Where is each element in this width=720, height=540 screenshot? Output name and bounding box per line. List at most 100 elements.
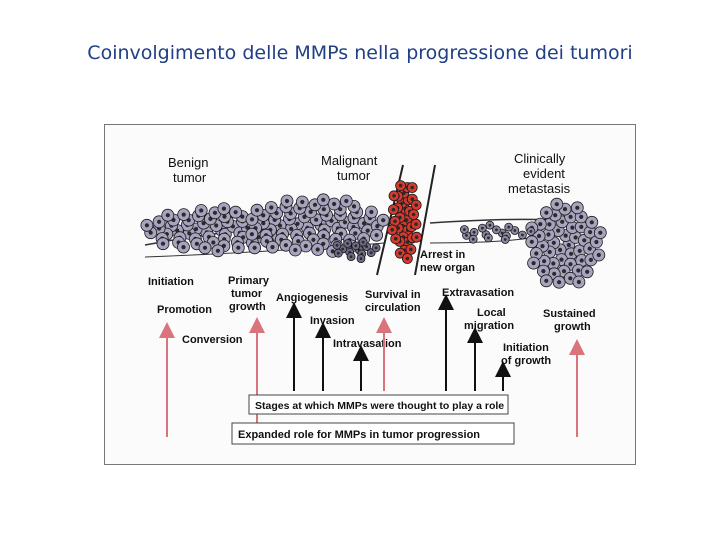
blood-cells [386,180,423,264]
red-blood-cell-nucleus [405,240,410,244]
stage-primary-2: tumor [231,288,263,300]
tumor-cell-nucleus [181,212,186,217]
tumor-cell-nucleus [240,214,245,219]
benign-label: Benign [168,155,208,170]
metastatic-cell-nucleus [569,251,574,256]
stage-sustained-2: growth [554,321,591,333]
metastatic-cell-nucleus [552,271,557,276]
tumor-cell-nucleus [144,223,149,228]
migrating-cell-nucleus [513,229,517,232]
tumor-cell-nucleus [181,245,186,250]
metastatic-cell-nucleus [576,268,581,273]
metastasis-cells [459,197,607,289]
metastasis-label: Clinically [514,151,566,166]
metastatic-cell-nucleus [558,247,563,252]
metastatic-cell-nucleus [568,276,573,281]
tumor-cell-nucleus [375,224,380,229]
migrating-cell-nucleus [529,230,533,233]
tumor-cell-nucleus [332,201,337,207]
metastatic-cell-nucleus [589,220,594,225]
metastatic-cell-nucleus [547,222,552,227]
tumor-cell-nucleus [187,231,192,236]
tumor-cell-nucleus [254,208,260,213]
metastatic-cell-nucleus [588,257,593,262]
tumor-cell-nucleus [365,228,370,233]
arrest-label: Arrest in [420,249,466,261]
metastatic-cell-nucleus [573,235,578,240]
metastatic-cell-nucleus [534,251,539,256]
red-blood-cell-nucleus [393,219,397,224]
tumor-cell-nucleus [300,199,305,205]
tumor-cell-nucleus [270,245,275,250]
tumor-cell-nucleus [261,221,266,226]
metastasis-label-2: evident [523,166,565,181]
tumor-cell-nucleus [308,209,313,214]
red-blood-cell-nucleus [410,185,415,190]
tumor-cell-nucleus [330,249,335,254]
tumor-cell-nucleus [261,213,266,218]
metastatic-cell-nucleus [585,269,590,274]
metastatic-cell-nucleus [557,280,562,285]
tumor-cell-nucleus [315,247,320,252]
metastatic-cell-nucleus [566,242,571,248]
red-blood-cell-nucleus [414,235,419,239]
tumor-cell-nucleus [321,233,326,238]
stage-primary: Primary [228,275,270,287]
migrating-cell-nucleus [481,226,484,230]
tumor-cell-nucleus [157,219,162,224]
metastatic-cell-nucleus [579,224,584,229]
metastatic-cell-nucleus [587,246,592,251]
stage-promotion: Promotion [157,304,212,316]
slide-title: Coinvolgimento delle MMPs nella progress… [87,42,633,64]
red-blood-cell-nucleus [410,197,415,201]
metastatic-cell-nucleus [579,258,584,263]
red-blood-cell-nucleus [414,203,419,207]
metastatic-cell-nucleus [563,233,568,238]
migrating-cell-nucleus [487,236,490,240]
tumor-cell-nucleus [321,197,326,202]
metastatic-cell-nucleus [544,278,549,283]
tumor-cell-nucleus [351,204,357,209]
stage-angiogenesis: Angiogenesis [276,292,348,304]
metastatic-cell-nucleus [542,259,547,264]
tumor-cell-nucleus [214,223,219,228]
red-blood-cell-nucleus [390,228,395,232]
tumor-cell-nucleus [160,241,166,246]
migrating-cell-nucleus [472,230,476,234]
tumor-cell-nucleus [312,202,318,207]
malignant-label-2: tumor [337,168,371,183]
tumor-cell-nucleus [302,214,307,219]
stage-conversion: Conversion [182,334,243,346]
metastatic-cell-nucleus [579,214,584,219]
metastatic-cell-nucleus [551,240,556,245]
tumor-cell-nucleus [233,210,238,215]
tumor-cell-nucleus [303,243,308,249]
stage-invasion: Invasion [310,315,355,327]
tumor-cell-nucleus [288,211,293,216]
tumor-cell-nucleus [199,208,204,213]
metastatic-cell-nucleus [561,269,567,274]
invading-cell-nucleus [374,246,378,250]
tumor-cell-nucleus [212,210,218,215]
red-blood-cell-nucleus [393,236,398,241]
tumor-cell-nucleus [338,207,343,212]
metastatic-cell-nucleus [598,230,603,235]
tumor-cell-nucleus [264,239,269,244]
migrating-cell-nucleus [507,225,511,229]
tumor-cell-nucleus [369,209,374,215]
stage-initiation-growth-2: of growth [501,355,551,367]
legend-box-black [248,394,509,415]
tumor-cell-nucleus [342,220,348,225]
metastatic-cell-nucleus [570,225,575,230]
metastatic-cell-nucleus [553,213,558,218]
tumor-cell-nucleus [283,243,288,248]
metastatic-cell-nucleus [546,232,551,237]
metastatic-cell-nucleus [559,257,564,262]
red-blood-cell-nucleus [398,183,403,188]
tumor-cell-nucleus [245,225,250,230]
tumor-cell-nucleus [353,231,358,236]
invading-cell-nucleus [335,243,339,247]
metastatic-cell-nucleus [575,205,580,210]
red-blood-cell-nucleus [391,207,396,212]
arrest-label-2: new organ [420,262,475,274]
